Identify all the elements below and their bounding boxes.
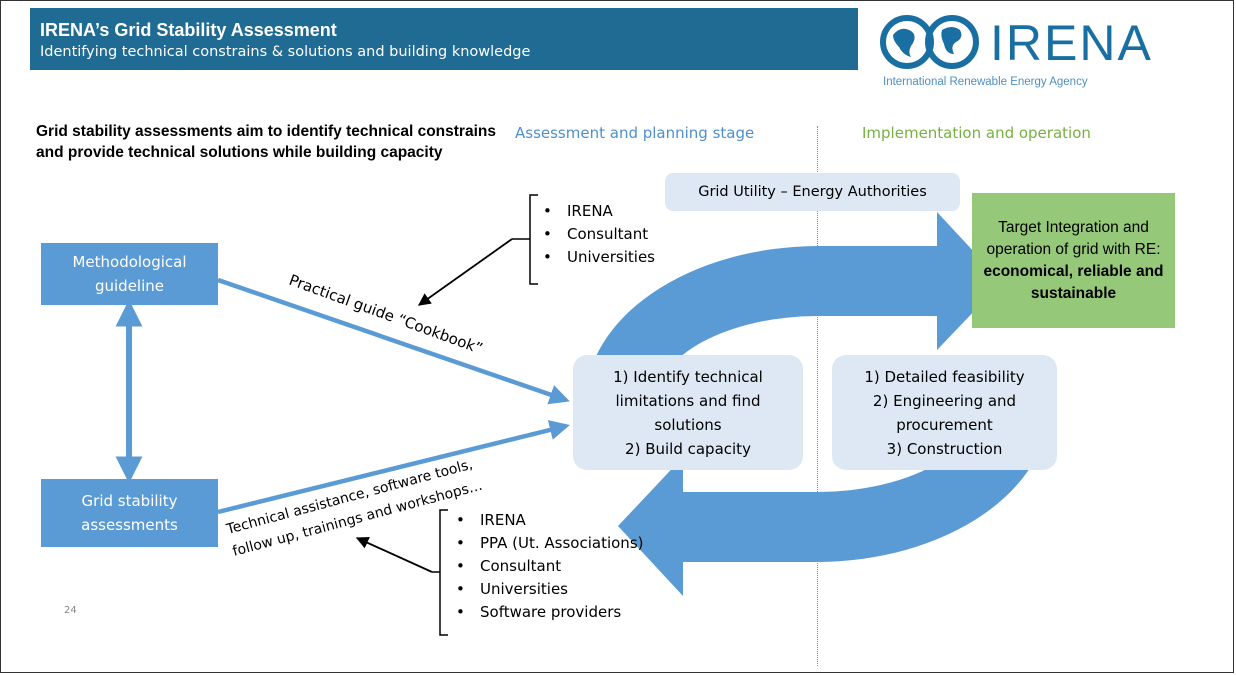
grid-utility-box: Grid Utility – Energy Authorities [665,173,960,211]
grid-stability-assessments-box: Grid stability assessments [41,479,218,547]
top-bracket [417,194,538,306]
list-item: IRENA [454,509,643,532]
slide-subtitle: Identifying technical constrains & solut… [40,44,531,60]
grid-stability-assessments-label: Grid stability assessments [81,492,178,534]
list-item: Universities [454,578,643,601]
list-item: Consultant [541,223,655,246]
top-actor-list: IRENA Consultant Universities [541,200,655,269]
list-item: Software providers [454,601,643,624]
bottom-actor-list: IRENA PPA (Ut. Associations) Consultant … [454,509,643,624]
lower-cycle-arrow [618,404,1050,596]
technical-assistance-arrow [217,420,570,515]
list-item: Universities [541,246,655,269]
upper-cycle-arrow [585,212,1002,404]
logo-wordmark: IRENA [990,15,1153,71]
target-line2: economical, reliable and sustainable [983,262,1164,302]
assessment-step-1: 1) Identify technical limitations and fi… [613,367,763,434]
list-item: Consultant [454,555,643,578]
cookbook-arrow [217,277,570,405]
list-item: IRENA [541,200,655,223]
logo-tagline: International Renewable Energy Agency [883,76,1088,88]
cycle-arrows [585,212,1050,596]
methodological-guideline-label: Methodological guideline [72,253,187,295]
list-item: PPA (Ut. Associations) [454,532,643,555]
page-number: 24 [64,605,77,616]
bottom-bracket [355,509,448,636]
globe-logo-icon [880,15,979,69]
assessment-step-2: 2) Build capacity [625,439,751,458]
methodological-guideline-box: Methodological guideline [41,243,218,305]
title-banner: IRENA’s Grid Stability Assessment Identi… [30,8,858,70]
intro-text: Grid stability assessments aim to identi… [36,123,496,161]
assessment-steps-box: 1) Identify technical limitations and fi… [573,355,803,470]
stage-implementation-label: Implementation and operation [862,124,1091,142]
implementation-step-1: 1) Detailed feasibility [864,367,1025,386]
target-line1: Target Integration and operation of grid… [986,218,1161,258]
stage-divider [817,126,818,666]
stage-assessment-label: Assessment and planning stage [515,124,755,142]
implementation-step-3: 3) Construction [886,439,1003,458]
implementation-steps-box: 1) Detailed feasibility 2) Engineering a… [832,355,1057,470]
implementation-step-2: 2) Engineering and procurement [872,391,1017,434]
grid-utility-label: Grid Utility – Energy Authorities [698,184,927,200]
target-integration-box: Target Integration and operation of grid… [972,193,1175,328]
slide-title: IRENA’s Grid Stability Assessment [40,20,337,40]
